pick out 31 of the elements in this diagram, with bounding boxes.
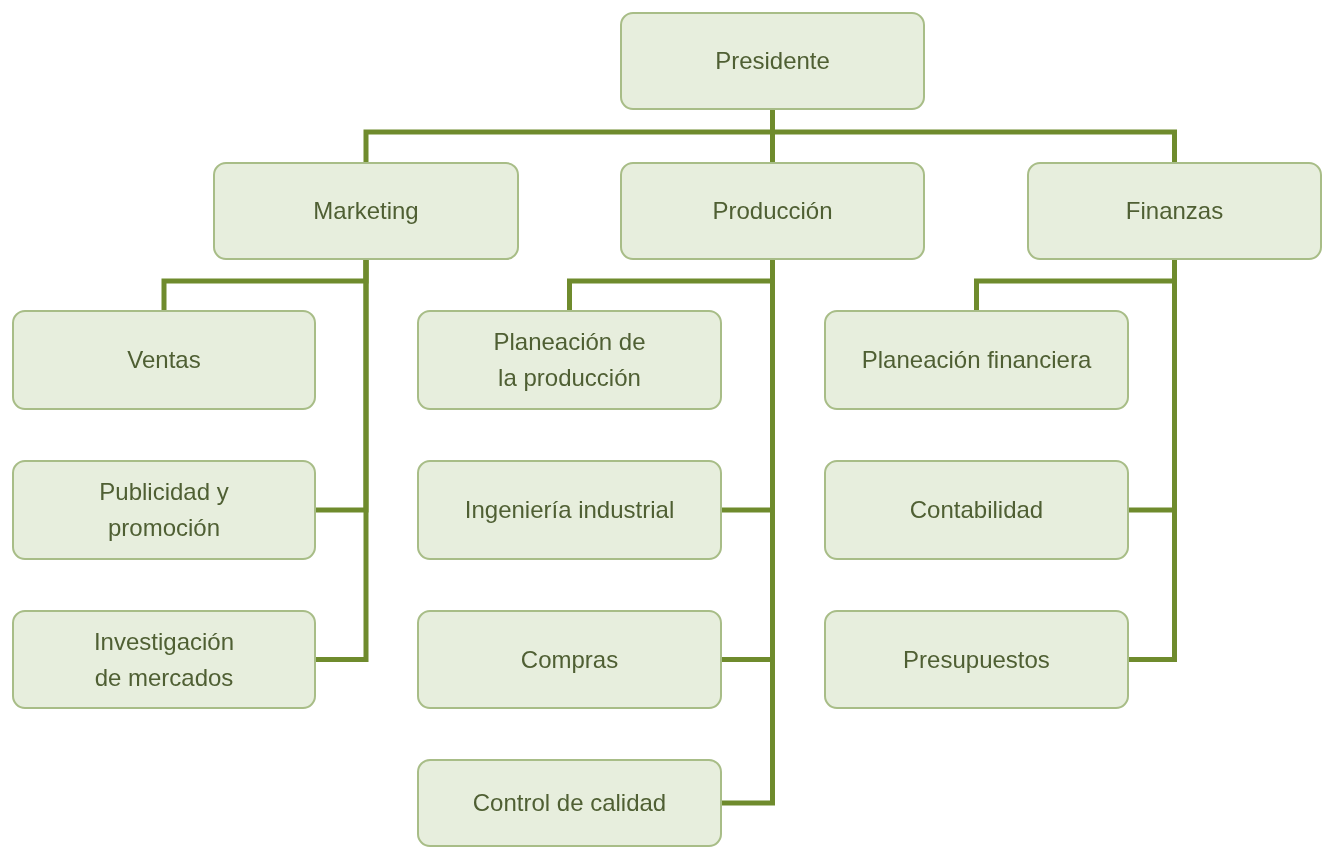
org-box (620, 162, 925, 260)
unit-name: Finanzas (1125, 196, 1224, 226)
org-box (213, 162, 519, 260)
org-box (12, 310, 316, 410)
org-box (824, 460, 1129, 560)
unit-name: Planeación de la producción (492, 327, 647, 393)
connector-line (1129, 260, 1177, 662)
org-box (417, 460, 722, 560)
unit-name: Control de calidad (472, 788, 667, 818)
unit-name: Ventas (127, 345, 201, 375)
connector-line (316, 260, 369, 662)
org-box (12, 610, 316, 709)
unit-name: Publicidad y promoción (98, 477, 230, 543)
org-box (824, 610, 1129, 709)
org-box (824, 310, 1129, 410)
unit-name: Producción (712, 196, 833, 226)
unit-name: Planeación financiera (861, 345, 1092, 375)
unit-name: Contabilidad (909, 495, 1044, 525)
unit-name: Compras (520, 644, 619, 675)
org-box (12, 460, 316, 560)
org-box (620, 12, 925, 110)
unit-name: Presidente (715, 46, 830, 76)
org-box (417, 310, 722, 410)
org-box (1027, 162, 1322, 260)
unit-name: Marketing (313, 196, 419, 226)
connector-line (722, 260, 775, 806)
unit-name: Ingeniería industrial (464, 495, 675, 525)
org-box (417, 610, 722, 709)
org-box (417, 759, 722, 847)
unit-name: Presupuestos (903, 644, 1050, 675)
unit-name: Investigación de mercados (92, 626, 236, 693)
